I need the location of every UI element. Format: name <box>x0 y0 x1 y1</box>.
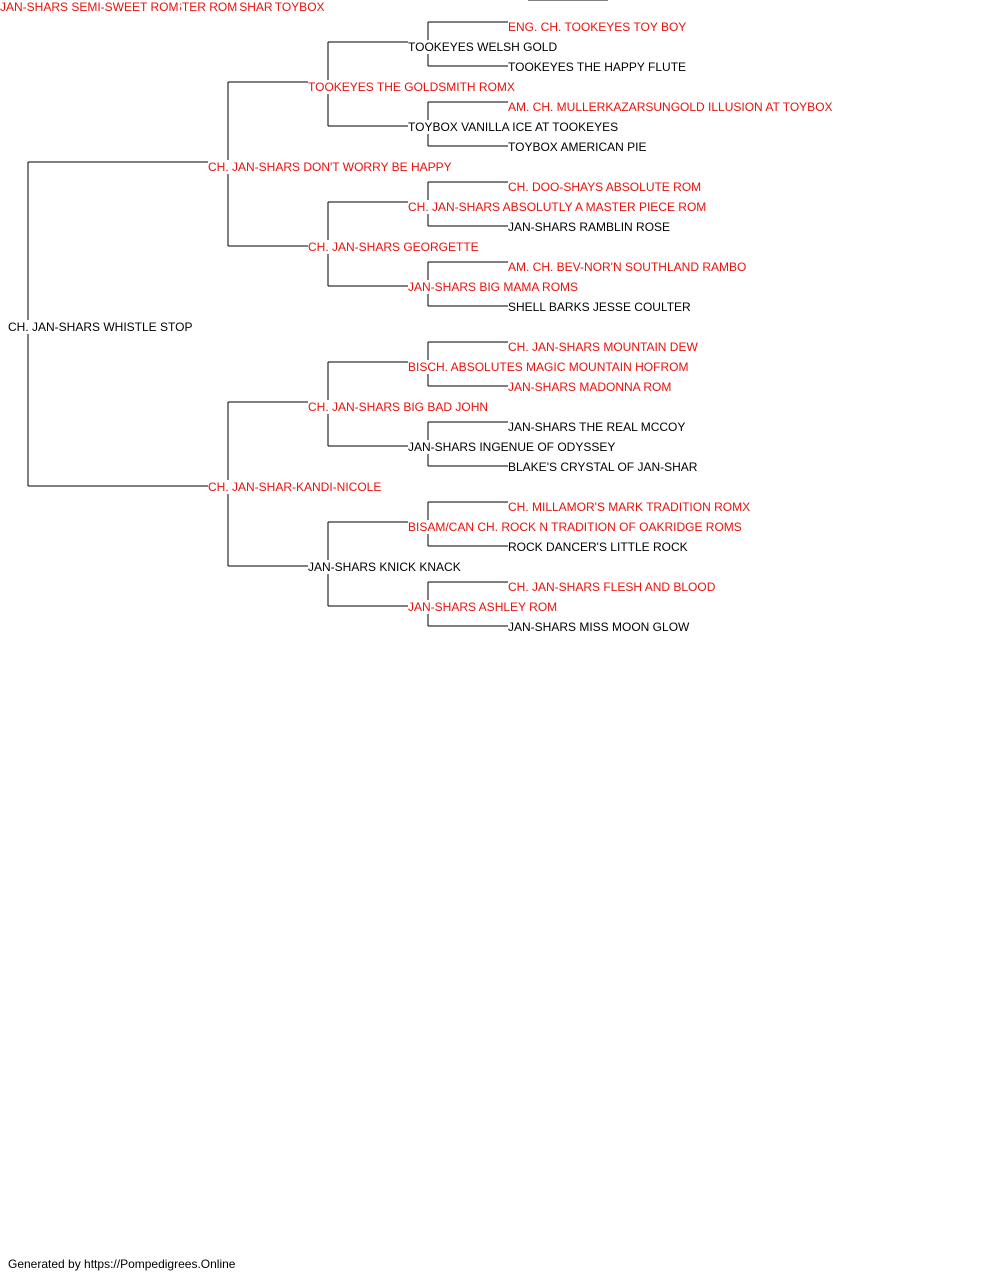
pedigree-dog-gen-3: TOYBOX VANILLA ICE AT TOOKEYES <box>408 120 621 134</box>
pedigree-dog-gen-3: BISAM/CAN CH. ROCK N TRADITION OF OAKRID… <box>408 520 744 534</box>
pedigree-dog-gen-4: ROCK DANCER'S LITTLE ROCK <box>508 540 690 554</box>
pedigree-dog-gen-1: CH. JAN-SHAR-KANDI-NICOLE <box>208 480 384 494</box>
pedigree-dog-gen-1: CH. JAN-SHARS DON'T WORRY BE HAPPY <box>208 160 454 174</box>
pedigree-dog-gen-4: JAN-SHARS RAMBLIN ROSE <box>508 220 673 234</box>
pedigree-dog-gen-2: CH. JAN-SHARS BIG BAD JOHN <box>308 400 491 414</box>
pedigree-dog-gen-3: JAN-SHARS ASHLEY ROM <box>408 600 560 614</box>
pedigree-dog-gen-2: TOOKEYES THE GOLDSMITH ROMX <box>308 80 517 94</box>
pedigree-dog-gen-4: JAN-SHARS MISS MOON GLOW <box>508 620 692 634</box>
pedigree-dog-gen-4: SHELL BARKS JESSE COULTER <box>508 300 693 314</box>
pedigree-dog-gen-4: JAN-SHARS MADONNA ROM <box>508 380 674 394</box>
pedigree-dog-gen-4: CH. MILLAMOR'S MARK TRADITION ROMX <box>508 500 753 514</box>
pedigree-dog-gen-4: BLAKE'S CRYSTAL OF JAN-SHAR <box>508 460 700 474</box>
pedigree-dog-gen-4: AM. CH. MULLERKAZARSUNGOLD ILLUSION AT T… <box>508 100 835 114</box>
pedigree-dog-gen-3: JAN-SHARS INGENUE OF ODYSSEY <box>408 440 618 454</box>
pedigree-dog-gen-4: CH. JAN-SHARS MOUNTAIN DEW <box>508 340 700 354</box>
pedigree-dog-gen-0: CH. JAN-SHARS WHISTLE STOP <box>8 320 195 334</box>
footer-credit: Generated by https://Pompedigrees.Online <box>8 1257 236 1271</box>
pedigree-dog-gen-4: CH. JAN-SHARS FLESH AND BLOOD <box>508 580 718 594</box>
pedigree-dog-gen-3: JAN-SHARS BIG MAMA ROMS <box>408 280 581 294</box>
pedigree-dog-gen-2: JAN-SHARS KNICK KNACK <box>308 560 463 574</box>
pedigree-dog-gen-undefined: JAN-SHARS SEMI-SWEET ROM <box>0 0 181 14</box>
pedigree-dog-gen-4: JAN-SHARS THE REAL MCCOY <box>508 420 688 434</box>
pedigree-dog-gen-3: CH. JAN-SHARS ABSOLUTLY A MASTER PIECE R… <box>408 200 709 214</box>
pedigree-dog-gen-4: TOOKEYES THE HAPPY FLUTE <box>508 60 689 74</box>
pedigree-dog-gen-4: CH. DOO-SHAYS ABSOLUTE ROM <box>508 180 704 194</box>
pedigree-dog-gen-4: AM. CH. BEV-NOR'N SOUTHLAND RAMBO <box>508 260 749 274</box>
pedigree-dog-gen-3: BISCH. ABSOLUTES MAGIC MOUNTAIN HOFROM <box>408 360 691 374</box>
pedigree-dog-gen-4: TOYBOX AMERICAN PIE <box>508 140 649 154</box>
pedigree-dog-gen-2: CH. JAN-SHARS GEORGETTE <box>308 240 481 254</box>
pedigree-dog-gen-4: ENG. CH. TOOKEYES TOY BOY <box>508 20 689 34</box>
pedigree-dog-gen-3: TOOKEYES WELSH GOLD <box>408 40 560 54</box>
